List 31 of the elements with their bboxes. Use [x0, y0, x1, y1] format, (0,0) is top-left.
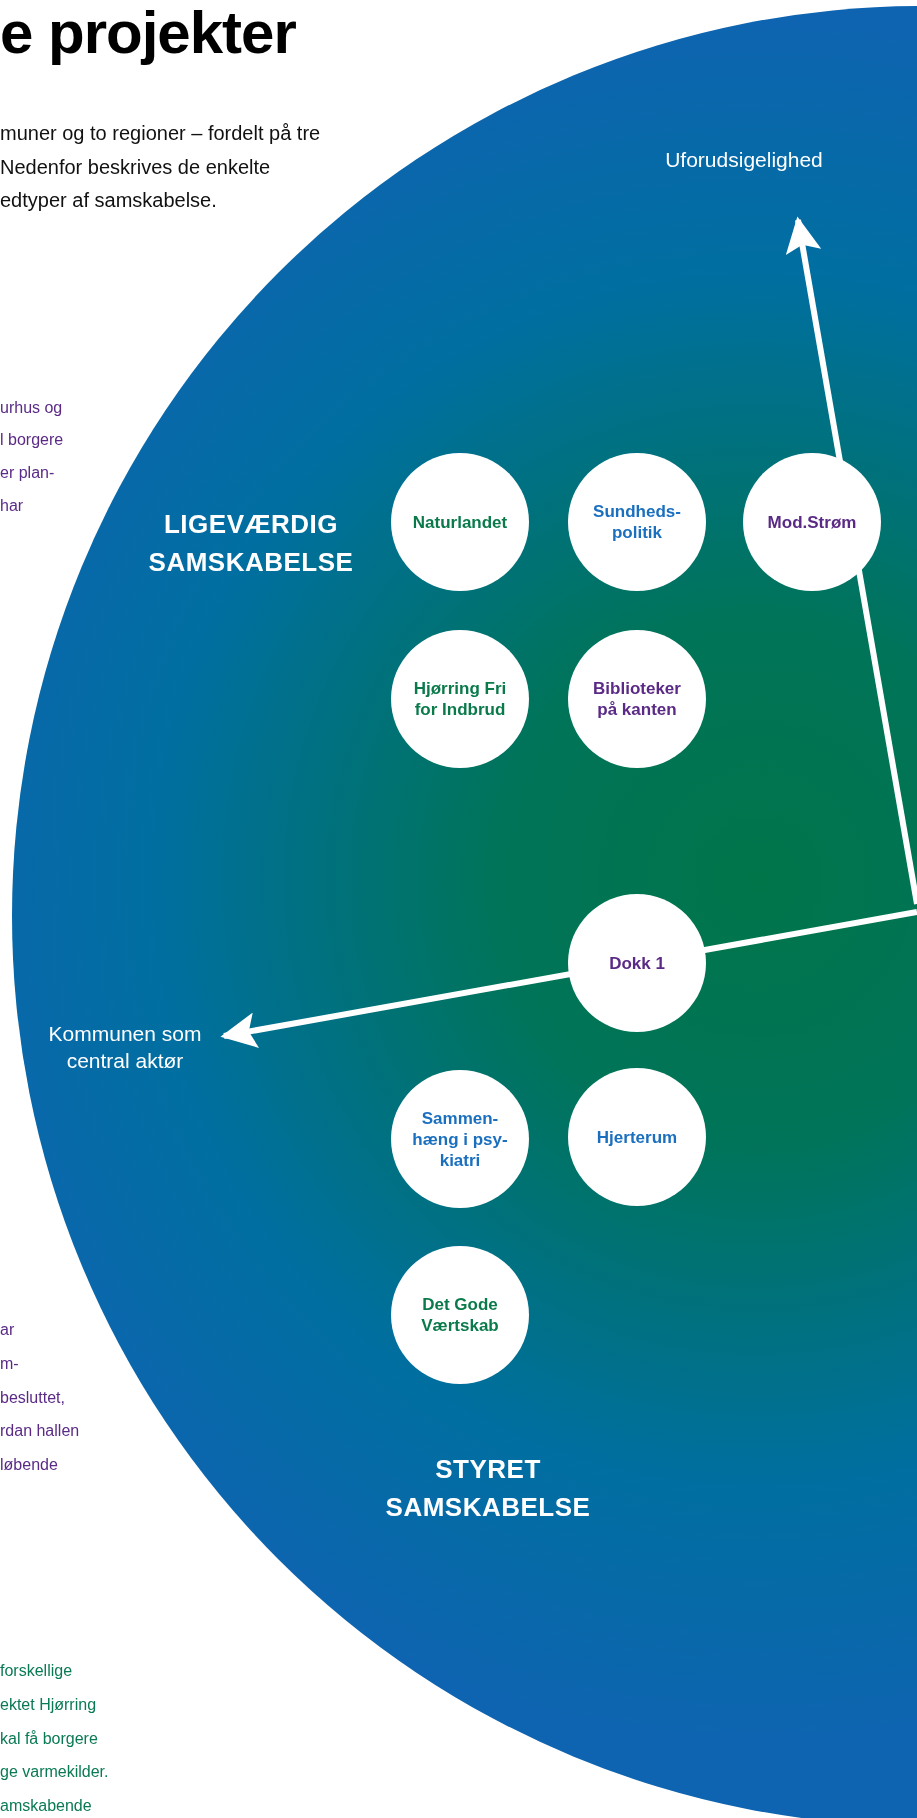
paragraph-text: ge varmekilder. [0, 1762, 110, 1782]
project-name: Hjerterum [596, 1126, 678, 1148]
paragraph-text: kal få borgere [0, 1729, 99, 1749]
title: e projekter [0, 0, 296, 66]
paragraph-text: er plan- [0, 463, 56, 483]
paragraph-text: m- [0, 1354, 20, 1374]
project-name: Mod.Strøm [767, 511, 857, 533]
paragraph-text: muner og to regioner – fordelt på tre [0, 121, 322, 145]
paragraph-text: edtyper af samskabelse. [0, 188, 218, 212]
axis-label: Uforudsigelighed [664, 147, 824, 173]
paragraph-text: har [0, 496, 25, 516]
paragraph-text: l borgere [0, 430, 65, 450]
paragraph-text: rdan hallen [0, 1421, 81, 1441]
paragraph-text: urhus og [0, 398, 64, 418]
project-name: Sundheds- politik [592, 501, 682, 543]
paragraph-text: ar [0, 1320, 16, 1340]
project-name: Hjørring Fri for Indbrud [412, 678, 508, 720]
axis-label: Kommunen som central aktør [47, 1021, 203, 1074]
paragraph-text: ektet Hjørring [0, 1695, 98, 1715]
project-name: Biblioteker på kanten [592, 678, 682, 720]
paragraph-text: løbende [0, 1455, 59, 1475]
project-name: Det Gode Værtskab [420, 1294, 500, 1336]
paragraph-text: forskellige [0, 1661, 74, 1681]
category-heading: LIGEVÆRDIG SAMSKABELSE [147, 508, 355, 579]
project-name: Naturlandet [412, 511, 508, 533]
category-heading: STYRET SAMSKABELSE [384, 1453, 592, 1524]
paragraph-text: besluttet, [0, 1388, 66, 1408]
project-name: Sammen- hæng i psy- kiatri [411, 1107, 509, 1171]
paragraph-text: Nedenfor beskrives de enkelte [0, 155, 272, 179]
project-name: Dokk 1 [609, 952, 665, 974]
paragraph-text: amskabende [0, 1796, 93, 1816]
